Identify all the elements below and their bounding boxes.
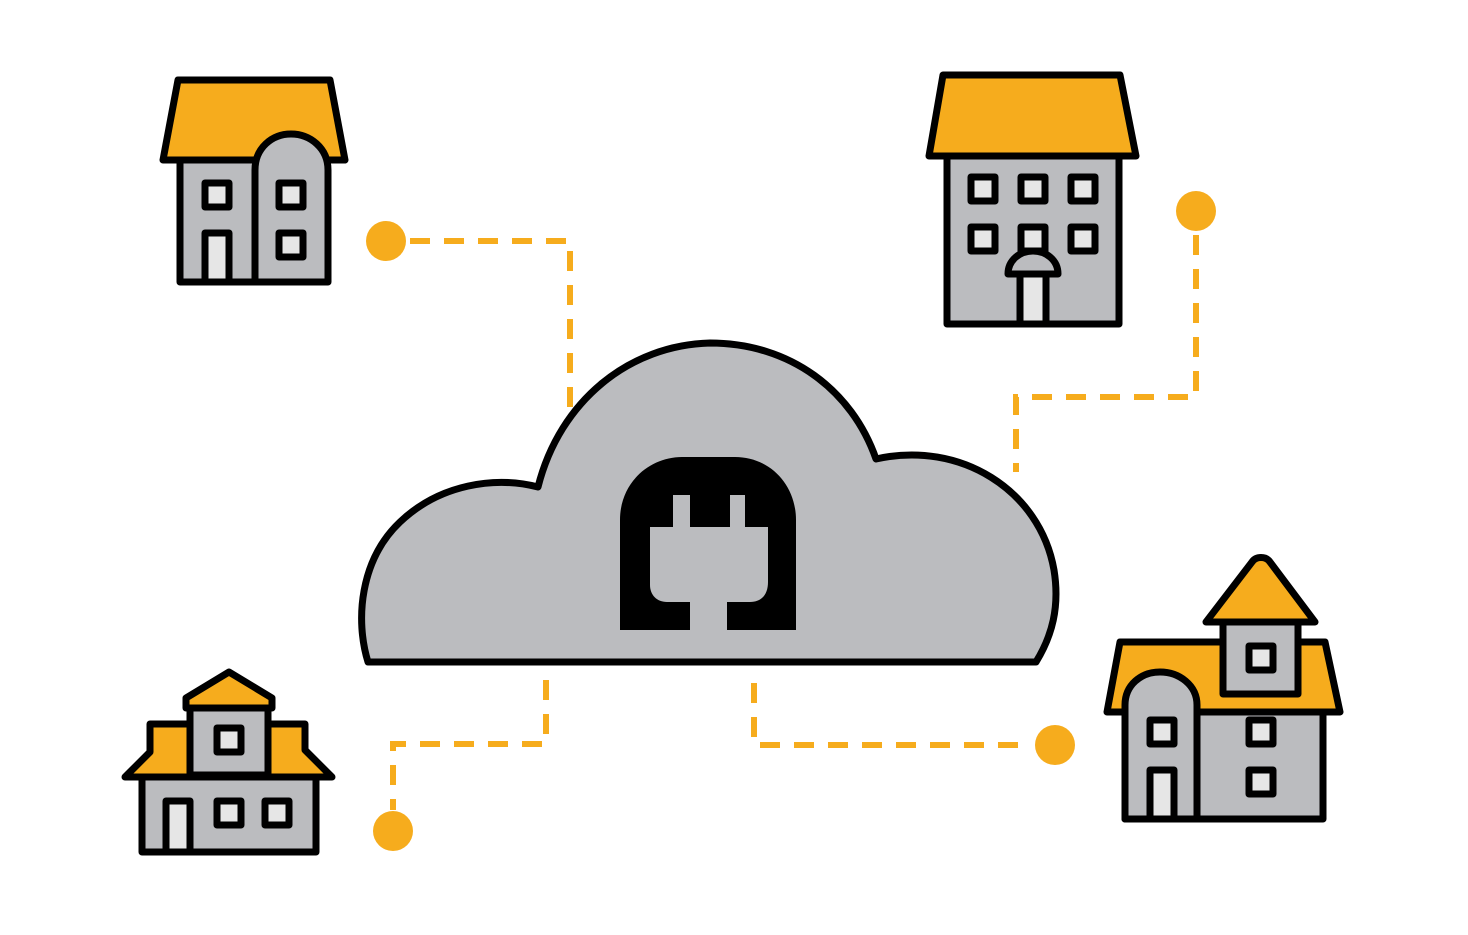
connection-line-bottom-right <box>751 683 1030 748</box>
house-icon-bottom-left <box>121 668 336 856</box>
connection-dot-icon <box>1035 725 1075 765</box>
connection-lines <box>366 191 1216 851</box>
connection-line-bottom-left <box>390 680 549 810</box>
house-icon-bottom-right <box>1103 554 1344 823</box>
connection-line-top-right <box>1013 235 1199 472</box>
plug-icon <box>620 457 796 630</box>
connection-dot-icon <box>366 221 406 261</box>
connection-dot-icon <box>1176 191 1216 231</box>
apartment-building-icon-top-right <box>925 71 1140 328</box>
connection-dot-icon <box>373 811 413 851</box>
house-icon-top-left <box>159 76 349 286</box>
connection-line-top-left <box>410 238 573 410</box>
